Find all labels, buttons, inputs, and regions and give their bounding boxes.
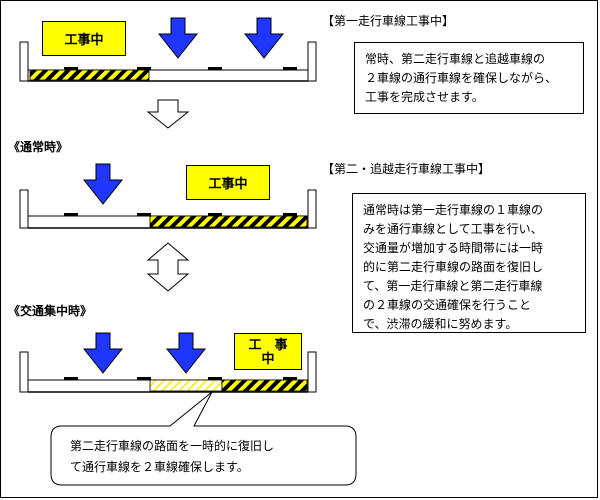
road-right-wall [307, 189, 317, 229]
lane-marker [283, 213, 297, 216]
transition-down-arrow-icon [146, 99, 190, 129]
traffic-arrow-icon [157, 17, 199, 59]
description-box-second-passing-work: 通常時は第一走行車線の１車線の みを通行車線として工事を行い、 交通量が増加する… [352, 193, 586, 333]
callout-line: て通行車線を２車線確保します。 [70, 460, 249, 474]
lane-marker [137, 213, 151, 216]
road-right-wall [307, 351, 317, 393]
lane-marker [64, 67, 78, 70]
road-right-wall [307, 41, 317, 82]
lane-marker [208, 213, 222, 216]
description-line: 工事を完成させます。 [365, 90, 484, 104]
road-diagram-first-lane-work [19, 17, 317, 82]
callout-line: 第二走行車線の路面を一時的に復旧し [70, 439, 275, 453]
work-sign-text: 工事中 [208, 177, 248, 192]
lane-marker [64, 377, 78, 380]
work-sign-text: 工 事 [248, 338, 288, 353]
description-line: 的に第二走行車線の路面を復旧し [363, 260, 544, 274]
road-left-wall [19, 351, 29, 393]
restored-lane-hatch [149, 379, 223, 392]
lane-marker [137, 67, 151, 70]
lane-marker [208, 67, 222, 70]
description-line: で、渋滞の緩和に努めます。 [363, 317, 518, 331]
callout-bubble [50, 391, 357, 486]
traffic-arrow-icon [82, 163, 124, 205]
lane-marker [64, 213, 78, 216]
traffic-arrow-icon [82, 332, 124, 374]
road-diagram-normal [19, 163, 317, 229]
work-zone-hatch [221, 379, 308, 392]
label-congestion: 《交通集中時》 [8, 304, 93, 318]
description-line: 常時、第二走行車線と追越車線の [365, 52, 546, 66]
work-sign-text-clipped: 中 [261, 352, 275, 367]
work-sign: 工事中 [186, 165, 270, 200]
work-sign-text: 工事中 [64, 33, 104, 48]
heading-second-passing-work: 【第二・追越走行車線工事中】 [322, 162, 491, 176]
callout-text: 第二走行車線の路面を一時的に復旧し て通行車線を２車線確保します。 [70, 436, 274, 478]
road-left-wall [19, 189, 29, 229]
work-sign: 工 事 中 [234, 333, 302, 370]
description-line: 交通量が増加する時間帯には一時 [363, 241, 544, 255]
work-zone-hatch [149, 215, 308, 228]
road-diagram-congestion [19, 332, 317, 393]
description-line: の２車線の交通確保を行うこと [363, 298, 532, 312]
lane-marker [283, 377, 297, 380]
description-box-first-lane-work: 常時、第二走行車線と追越車線の ２車線の通行車線を確保しながら、 工事を完成させ… [354, 42, 584, 114]
road-left-wall [19, 41, 29, 82]
description-line: みを通行車線として工事を行い、 [363, 222, 543, 236]
lane-marker [208, 377, 222, 380]
work-sign: 工事中 [42, 21, 126, 56]
description-line: て、第一走行車線と第二走行車線 [363, 279, 543, 293]
heading-first-lane-work: 【第一走行車線工事中】 [322, 14, 455, 28]
transition-double-arrow-icon [146, 242, 190, 292]
traffic-arrow-icon [165, 332, 207, 374]
lane-marker [283, 67, 297, 70]
label-normal: 《通常時》 [8, 140, 69, 154]
traffic-arrow-icon [243, 17, 285, 59]
description-line: ２車線の通行車線を確保しながら、 [365, 71, 558, 85]
work-zone-hatch [29, 69, 150, 81]
description-line: 通常時は第一走行車線の１車線の [363, 203, 544, 217]
lane-marker [137, 377, 151, 380]
